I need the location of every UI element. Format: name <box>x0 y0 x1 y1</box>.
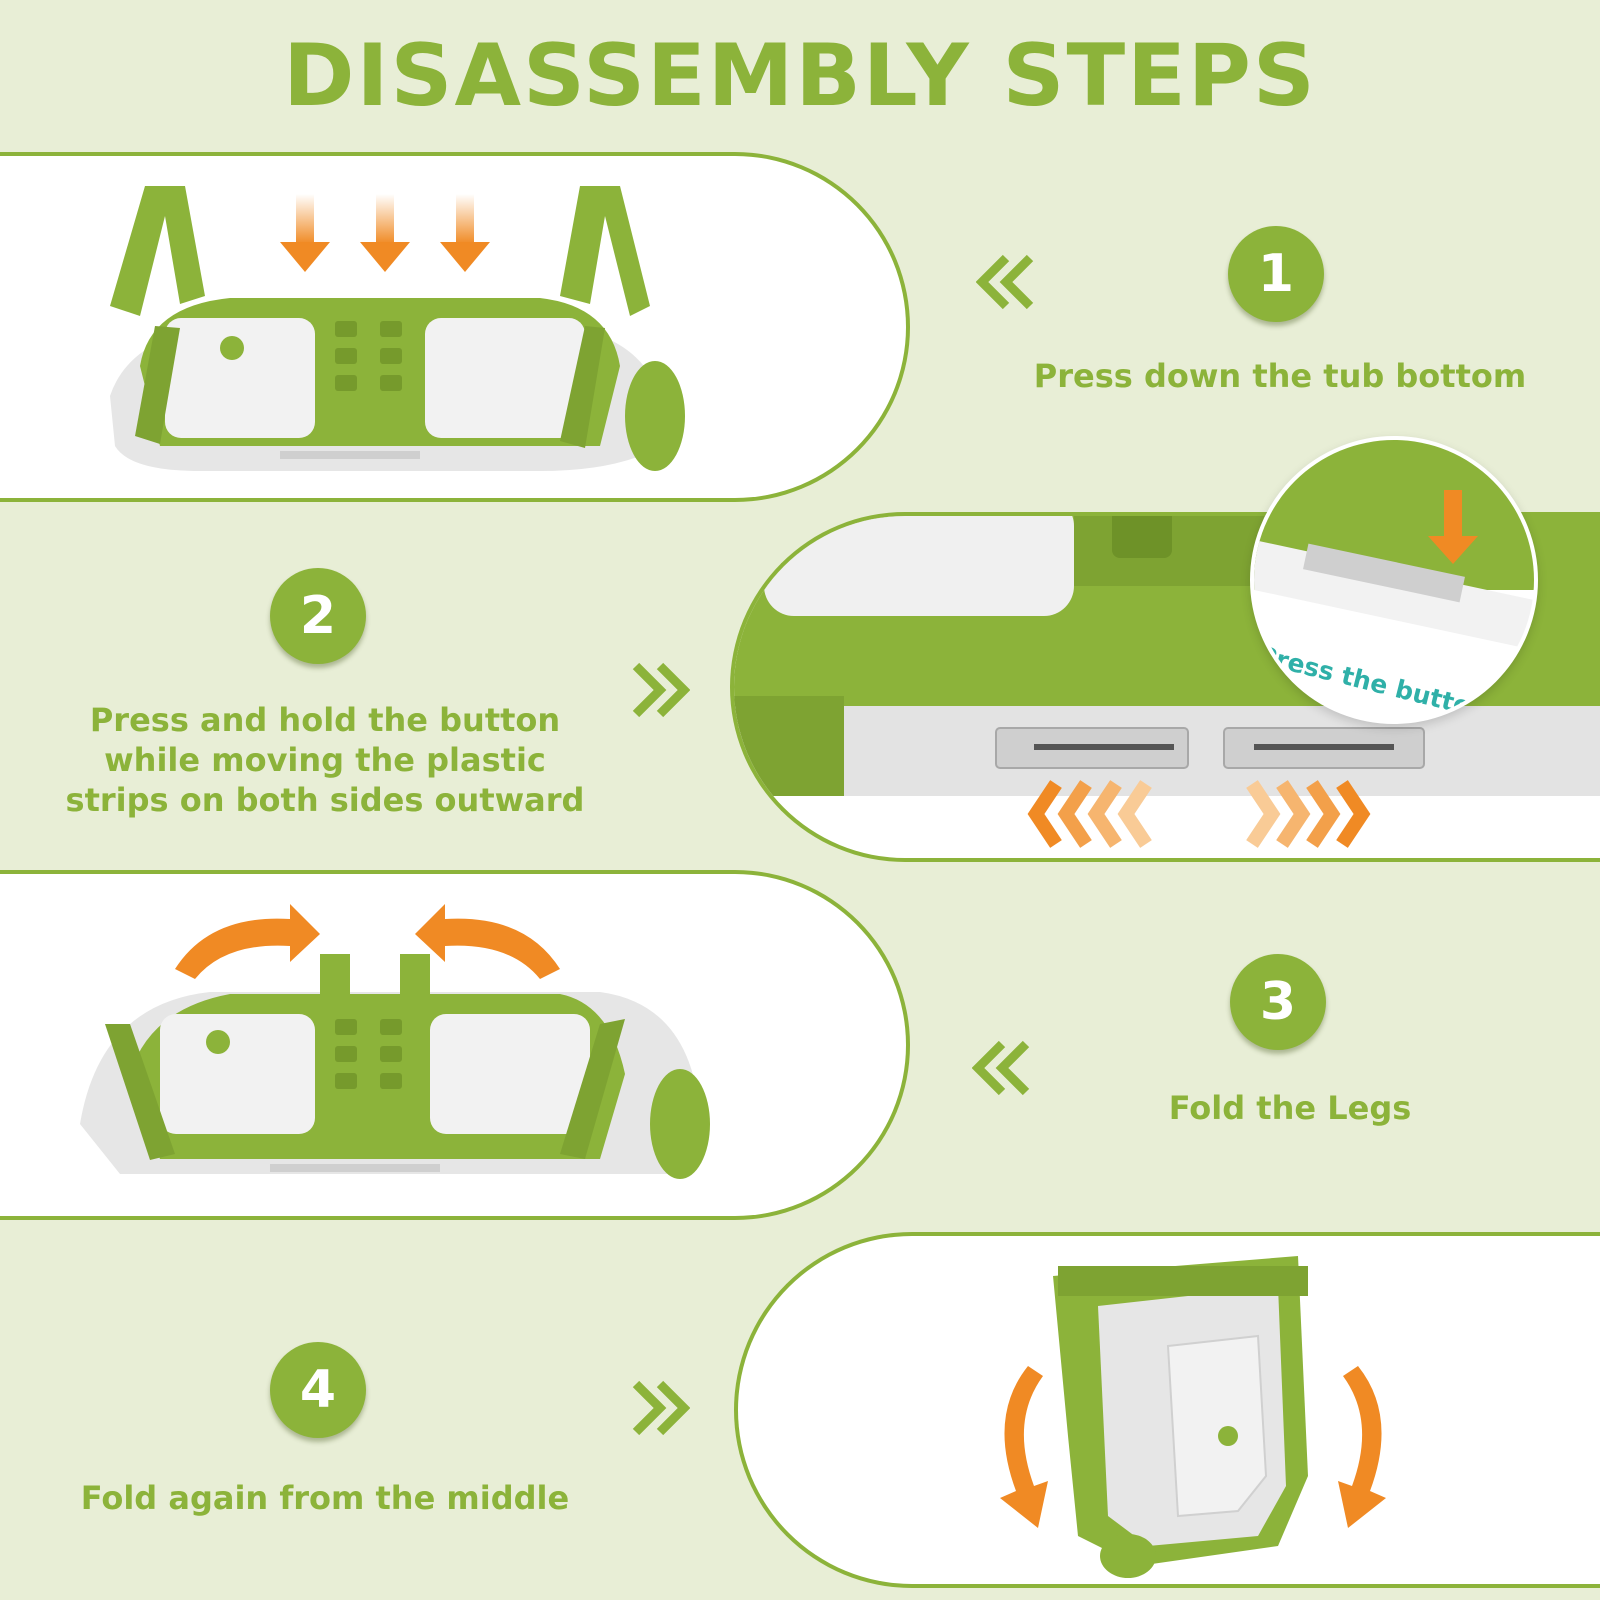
step-4-image-panel <box>734 1232 1600 1588</box>
step-2-line-3: strips on both sides outward <box>65 781 585 819</box>
curved-arrow-icon <box>1000 1366 1386 1528</box>
step-4-number-badge: 4 <box>270 1342 366 1438</box>
chevron-double-right-icon <box>630 662 690 718</box>
press-button-callout: Press the button <box>1250 436 1538 724</box>
chevron-double-right-icon <box>630 1380 690 1436</box>
chevron-double-left-icon <box>976 254 1036 310</box>
tub-folded-legs-illustration <box>80 904 710 1179</box>
step-2-line-2: while moving the plastic <box>104 741 546 779</box>
tub-with-legs-illustration <box>110 186 685 471</box>
step-1-instruction: Press down the tub bottom <box>1033 357 1527 395</box>
chevron-right-arrows-icon <box>1246 780 1371 848</box>
tub-fully-folded-illustration <box>1000 1256 1386 1578</box>
step-1-image-panel <box>0 152 910 502</box>
step-1-number-badge: 1 <box>1228 226 1324 322</box>
down-arrow-icon <box>1428 490 1478 564</box>
chevron-left-arrows-icon <box>1027 780 1152 848</box>
step-2-line-1: Press and hold the button <box>89 701 561 739</box>
step-4-instruction: Fold again from the middle <box>80 1479 570 1517</box>
down-arrow-icon <box>280 194 490 272</box>
step-2-number-badge: 2 <box>270 568 366 664</box>
step-3-image-panel <box>0 870 910 1220</box>
curved-arrow-icon <box>175 904 560 979</box>
page-title: DISASSEMBLY STEPS <box>283 26 1317 126</box>
step-3-instruction: Fold the Legs <box>1168 1089 1412 1127</box>
step-2-instruction: Press and hold the button while moving t… <box>40 700 610 820</box>
chevron-double-left-icon <box>972 1040 1032 1096</box>
step-3-number-badge: 3 <box>1230 954 1326 1050</box>
